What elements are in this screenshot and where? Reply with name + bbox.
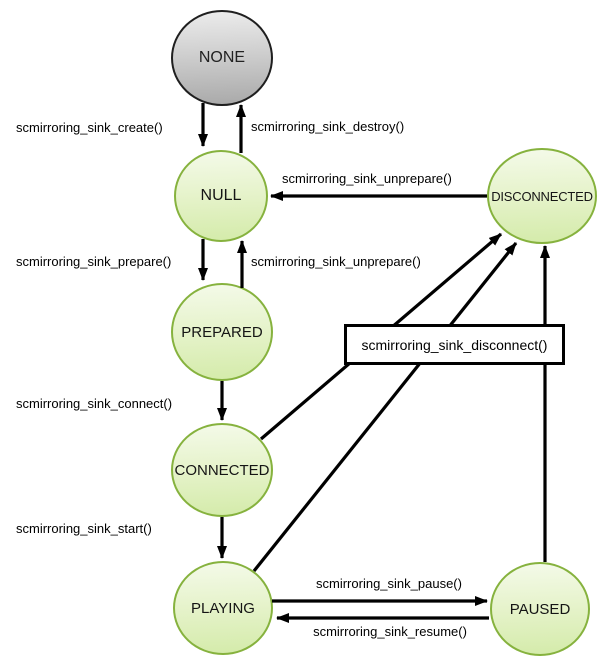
label-start: scmirroring_sink_start() [16, 521, 152, 536]
label-pause: scmirroring_sink_pause() [316, 576, 462, 591]
state-playing: PLAYING [173, 561, 273, 655]
state-connected: CONNECTED [171, 423, 273, 517]
label-unprepare-top: scmirroring_sink_unprepare() [282, 171, 452, 186]
label-unprepare-mid: scmirroring_sink_unprepare() [251, 254, 421, 269]
label-resume: scmirroring_sink_resume() [313, 624, 467, 639]
label-prepare: scmirroring_sink_prepare() [16, 254, 172, 269]
state-disconnected: DISCONNECTED [487, 148, 597, 244]
state-prepared: PREPARED [171, 283, 273, 381]
label-destroy: scmirroring_sink_destroy() [251, 119, 405, 134]
state-none: NONE [171, 10, 273, 106]
state-paused: PAUSED [490, 562, 590, 656]
label-connect: scmirroring_sink_connect() [16, 396, 173, 411]
arrow-disconnect-from-playing [252, 242, 518, 572]
state-null: NULL [174, 150, 268, 242]
disconnect-label-box: scmirroring_sink_disconnect() [344, 324, 565, 365]
label-create: scmirroring_sink_create() [16, 120, 163, 135]
